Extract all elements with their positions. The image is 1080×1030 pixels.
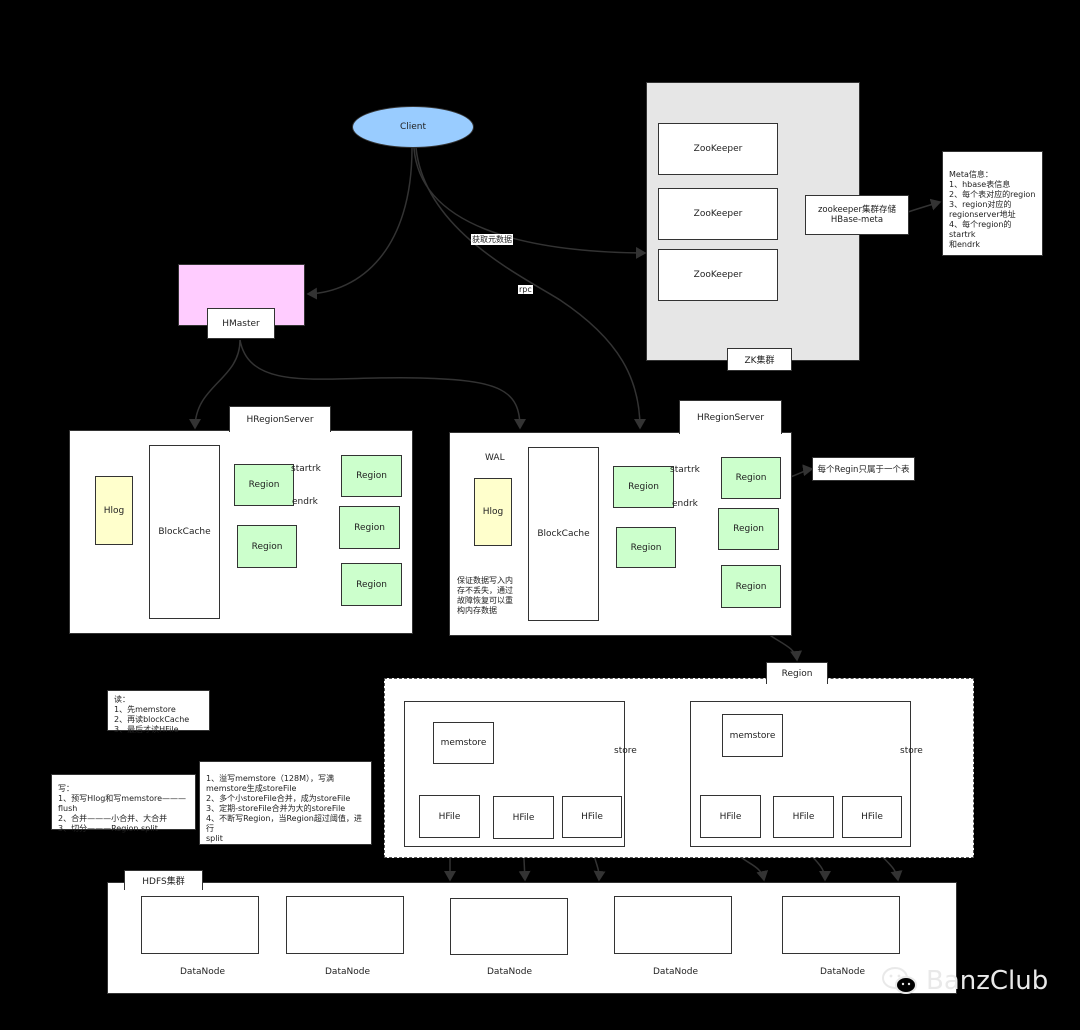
datanode-1-label: DataNode <box>180 967 225 977</box>
hfile-6: HFile <box>842 796 902 838</box>
client-node: Client <box>352 106 474 148</box>
region-right-5: Region <box>721 565 781 608</box>
hfile-1: HFile <box>419 795 480 838</box>
edge-client-zk <box>413 147 647 259</box>
region-detail-title: Region <box>766 662 828 684</box>
region-right-3: Region <box>721 457 781 499</box>
hregionserver-right-title: HRegionServer <box>679 400 782 434</box>
region-left-3: Region <box>341 455 402 497</box>
zk-cluster-label-box: ZK集群 <box>727 348 792 371</box>
read-note: 读： 1、先memstore 2、再读blockCache 3、最后才读HFil… <box>107 690 210 734</box>
datanode-5-box <box>782 896 900 954</box>
zookeeper-node-2: ZooKeeper <box>658 188 778 240</box>
datanode-3-label: DataNode <box>487 967 532 977</box>
region-right-1: Region <box>613 466 674 508</box>
hlog-right: Hlog <box>474 478 512 546</box>
endrk-left: endrk <box>292 497 318 507</box>
hfile-3: HFile <box>562 796 622 838</box>
region-belongs-note: 每个Regin只属于一个表 <box>812 457 915 481</box>
edge-hmaster-rs-left <box>189 339 241 430</box>
write-note: 写： 1、预写Hlog和写memstore———flush 2、合并———小合并… <box>51 774 196 833</box>
edge-label-get-meta: 获取元数据 <box>471 234 513 245</box>
region-right-2: Region <box>616 527 676 568</box>
hdfs-cluster-title: HDFS集群 <box>124 870 203 890</box>
memstore-right: memstore <box>722 714 783 757</box>
zookeeper-node-1: ZooKeeper <box>658 123 778 175</box>
edge-client-rs-right <box>415 147 646 430</box>
hlog-left: Hlog <box>95 476 133 545</box>
datanode-4-label: DataNode <box>653 967 698 977</box>
wechat-icon <box>882 967 917 994</box>
region-right-4: Region <box>718 508 779 550</box>
store-label-left: store <box>614 746 637 756</box>
hregionserver-left-title: HRegionServer <box>229 406 331 432</box>
memstore-left: memstore <box>433 722 494 764</box>
datanode-2-box <box>286 896 404 954</box>
blockcache-right: BlockCache <box>528 447 599 621</box>
region-left-2: Region <box>237 525 297 568</box>
endrk-right: endrk <box>672 499 698 509</box>
datanode-4-box <box>614 896 732 954</box>
region-left-5: Region <box>341 563 402 606</box>
region-left-1: Region <box>234 464 294 506</box>
edge-client-hmaster <box>306 147 413 300</box>
wal-note: 保证数据写入内 存不丢失，通过 故障恢复可以重 构内存数据 <box>457 576 513 615</box>
startrk-left: startrk <box>291 464 321 474</box>
flush-note: 1、溢写memstore（128M），写满 memstore生成storeFil… <box>199 761 372 845</box>
edge-label-rpc: rpc <box>518 285 533 294</box>
hfile-4: HFile <box>700 795 761 838</box>
store-label-right: store <box>900 746 923 756</box>
datanode-5-label: DataNode <box>820 967 865 977</box>
wal-label: WAL <box>485 453 505 463</box>
blockcache-left: BlockCache <box>149 445 220 619</box>
zk-store-note: zookeeper集群存储 HBase-meta <box>805 195 909 235</box>
hmaster-label-box: HMaster <box>207 308 275 339</box>
hfile-5: HFile <box>773 796 834 838</box>
hmaster-label: HMaster <box>222 318 260 329</box>
hfile-2: HFile <box>493 796 554 839</box>
datanode-2-label: DataNode <box>325 967 370 977</box>
edge-hmaster-rs-right <box>239 339 526 430</box>
meta-info-note: Meta信息： 1、hbase表信息 2、每个表对应的region 3、regi… <box>942 151 1043 256</box>
watermark-text: BanzClub <box>926 966 1049 996</box>
edge-zk-meta <box>907 198 942 213</box>
watermark: BanzClub <box>880 966 1048 996</box>
datanode-3-box <box>450 898 568 955</box>
startrk-right: startrk <box>670 465 700 475</box>
region-left-4: Region <box>339 506 400 549</box>
zookeeper-node-3: ZooKeeper <box>658 249 778 301</box>
client-label: Client <box>399 122 427 132</box>
datanode-1-box <box>141 896 259 954</box>
